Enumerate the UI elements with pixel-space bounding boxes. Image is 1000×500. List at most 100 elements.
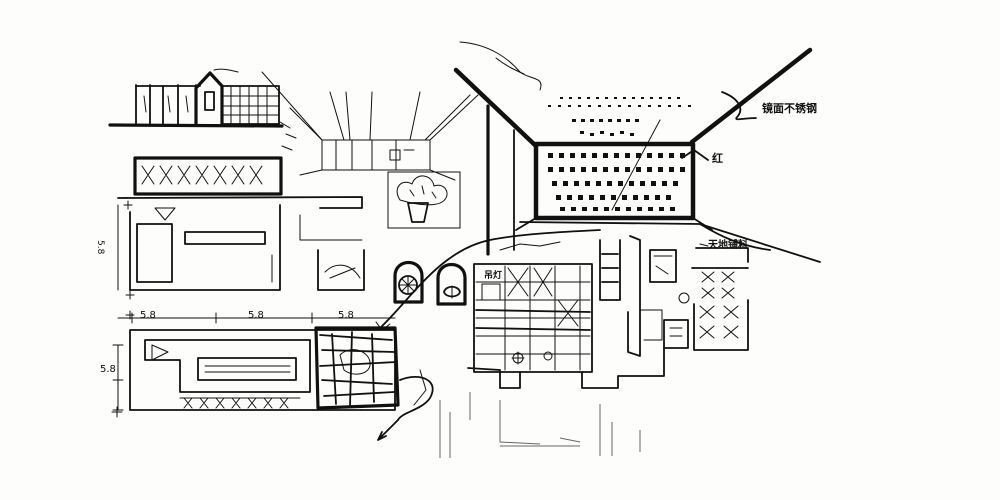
ceiling-dot xyxy=(635,119,639,122)
ceiling-dot xyxy=(648,207,653,211)
hanging-lamp-label: 吊灯 xyxy=(484,269,502,281)
ceiling-dot xyxy=(588,105,591,107)
ceiling-dot xyxy=(669,153,674,158)
ceiling-dot xyxy=(581,153,586,158)
ceiling-dot xyxy=(668,97,671,99)
dimension-markers xyxy=(111,200,135,418)
planter-sketch xyxy=(387,171,461,229)
ceiling-dot xyxy=(569,97,572,99)
arch-window-left xyxy=(393,260,424,304)
ceiling-dot-pattern xyxy=(548,97,691,211)
ceiling-dot xyxy=(662,181,667,186)
red-color-label: 红 xyxy=(712,151,723,165)
ceiling-dot xyxy=(548,167,553,172)
dimension-label: 5.8 xyxy=(248,310,264,321)
ceiling-dot xyxy=(560,97,563,99)
ceiling-dot xyxy=(658,153,663,158)
ceiling-dot xyxy=(625,167,630,172)
ceiling-dot xyxy=(587,97,590,99)
ceiling-dot xyxy=(658,167,663,172)
ceiling-dot xyxy=(641,97,644,99)
ceiling-dot xyxy=(647,167,652,172)
ceiling-dot xyxy=(668,105,671,107)
ceiling-dot xyxy=(622,195,627,200)
ceiling-dot xyxy=(659,207,664,211)
ceiling-dot xyxy=(560,207,565,211)
ceiling-dot xyxy=(605,97,608,99)
ceiling-dot xyxy=(581,167,586,172)
ceiling-dot xyxy=(578,195,583,200)
ceiling-dot xyxy=(625,153,630,158)
ceiling-dot xyxy=(559,153,564,158)
ceiling-dot xyxy=(650,97,653,99)
ceiling-dot xyxy=(567,195,572,200)
ceiling-dot xyxy=(680,167,685,172)
floor-plan-sketch-right: 吊灯 xyxy=(375,229,749,389)
ceiling-dot xyxy=(607,181,612,186)
ceiling-dot xyxy=(688,105,691,107)
ceiling-dot xyxy=(574,181,579,186)
ceiling-dot xyxy=(655,195,660,200)
ceiling-dot xyxy=(581,119,585,122)
ceiling-dot xyxy=(571,207,576,211)
ceiling-dot xyxy=(590,133,594,136)
ceiling-dot xyxy=(628,105,631,107)
ceiling-dot xyxy=(578,97,581,99)
ceiling-dot xyxy=(558,105,561,107)
ceiling-dot xyxy=(633,195,638,200)
ceiling-dot xyxy=(636,167,641,172)
ceiling-dot xyxy=(608,119,612,122)
faint-base-sketch xyxy=(439,392,641,458)
ceiling-dot xyxy=(603,153,608,158)
ceiling-dot xyxy=(636,153,641,158)
ceiling-perspective-sketch: 镜面不锈钢 红 天地铺料 xyxy=(453,41,821,263)
ceiling-dot xyxy=(548,105,551,107)
ceiling-dot xyxy=(626,207,631,211)
ceiling-dot xyxy=(658,105,661,107)
ceiling-dot xyxy=(666,195,671,200)
ceiling-dot xyxy=(630,133,634,136)
floor-plan-sketch-upper xyxy=(117,156,365,291)
ceiling-dot xyxy=(615,207,620,211)
ceiling-dot xyxy=(598,105,601,107)
ceiling-dot xyxy=(570,167,575,172)
ceiling-dot xyxy=(623,97,626,99)
ceiling-dot xyxy=(677,97,680,99)
floor-plan-sketch-lower: 5.8 5.8 5.8 5.8 5.8 xyxy=(95,240,434,441)
ceiling-material-label: 镜面不锈钢 xyxy=(762,101,817,115)
ceiling-dot xyxy=(626,119,630,122)
ceiling-dot xyxy=(620,131,624,134)
arch-window-right xyxy=(436,262,467,306)
ceiling-dot xyxy=(604,207,609,211)
ceiling-dot xyxy=(680,153,685,158)
ceiling-dot xyxy=(585,181,590,186)
ceiling-dot xyxy=(648,105,651,107)
ceiling-dot xyxy=(669,167,674,172)
ceiling-dot xyxy=(637,207,642,211)
ceiling-dot xyxy=(570,153,575,158)
ceiling-dot xyxy=(578,105,581,107)
ceiling-dot xyxy=(617,119,621,122)
interior-perspective-sketch xyxy=(261,71,479,181)
ceiling-dot xyxy=(629,181,634,186)
ceiling-dot xyxy=(592,153,597,158)
ceiling-dot xyxy=(673,181,678,186)
ceiling-dot xyxy=(614,153,619,158)
ceiling-dot xyxy=(632,97,635,99)
dimension-label: 5.8 xyxy=(100,364,116,375)
ceiling-dot xyxy=(559,167,564,172)
ceiling-dot xyxy=(592,167,597,172)
dimension-label: 5.8 xyxy=(338,310,354,321)
ceiling-dot xyxy=(614,97,617,99)
ceiling-dot xyxy=(600,131,604,134)
ceiling-dot xyxy=(608,105,611,107)
ceiling-dot xyxy=(556,195,561,200)
ceiling-dot xyxy=(644,195,649,200)
ceiling-dot xyxy=(548,153,553,158)
floor-material-label: 天地铺料 xyxy=(708,238,748,251)
ceiling-dot xyxy=(614,167,619,172)
ceiling-dot xyxy=(580,131,584,134)
ceiling-dot xyxy=(618,105,621,107)
ceiling-dot xyxy=(659,97,662,99)
